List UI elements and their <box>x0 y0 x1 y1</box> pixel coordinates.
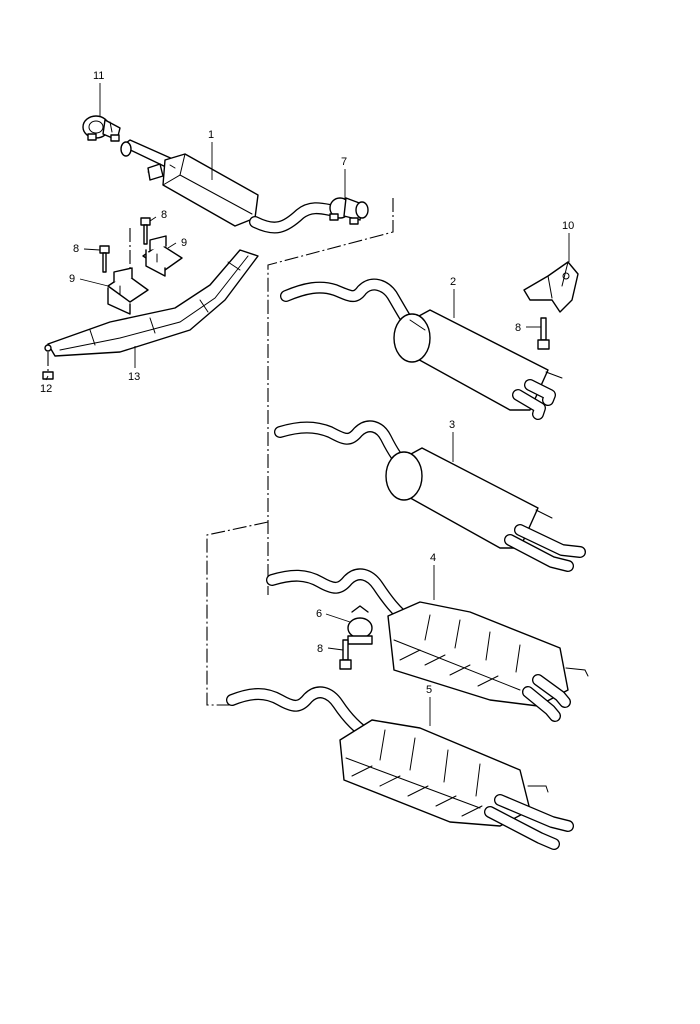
part-1-front-silencer <box>120 139 336 234</box>
part-11-nut <box>42 371 54 380</box>
callout-1: 1 <box>208 129 214 141</box>
callout-6: 6 <box>316 608 322 620</box>
part-9-bracket-lower <box>107 267 149 315</box>
callout-12: 13 <box>128 371 140 383</box>
part-3-rear-silencer <box>274 420 586 572</box>
callout-8c: 8 <box>515 322 521 334</box>
callout-2: 2 <box>450 276 456 288</box>
callout-8d: 8 <box>317 643 323 655</box>
callout-4: 4 <box>430 552 436 564</box>
callout-7: 7 <box>341 156 347 168</box>
callout-9a: 9 <box>181 237 187 249</box>
callout-3: 3 <box>449 419 455 431</box>
part-4-rear-silencer <box>266 568 589 722</box>
callout-10: 11 <box>93 70 104 82</box>
part-8-bolt-lower <box>99 245 110 273</box>
part-5-rear-silencer <box>226 686 574 850</box>
callout-8b: 8 <box>73 243 79 255</box>
callout-13: 10 <box>562 220 574 232</box>
callout-5: 5 <box>426 684 432 696</box>
callout-8a: 8 <box>161 209 167 221</box>
part-9-bracket-upper <box>142 235 183 277</box>
part-10-clamp <box>82 115 121 142</box>
part-8-bolt-bracket-13 <box>537 317 550 350</box>
part-8-bolt-clamp-6 <box>339 639 352 670</box>
part-8-bolt-upper <box>140 217 151 245</box>
part-12-heat-shield <box>44 249 259 357</box>
leader-lines <box>45 83 570 726</box>
part-13-bracket <box>523 261 579 313</box>
callout-9b: 9 <box>69 273 75 285</box>
part-7-clamp <box>329 197 369 225</box>
callout-11: 12 <box>40 383 52 395</box>
callouts: 11 1 7 8 9 8 9 12 13 10 8 2 3 4 6 8 5 <box>40 70 574 696</box>
part-2-rear-silencer <box>280 278 563 420</box>
part-6-clamp <box>347 605 373 645</box>
